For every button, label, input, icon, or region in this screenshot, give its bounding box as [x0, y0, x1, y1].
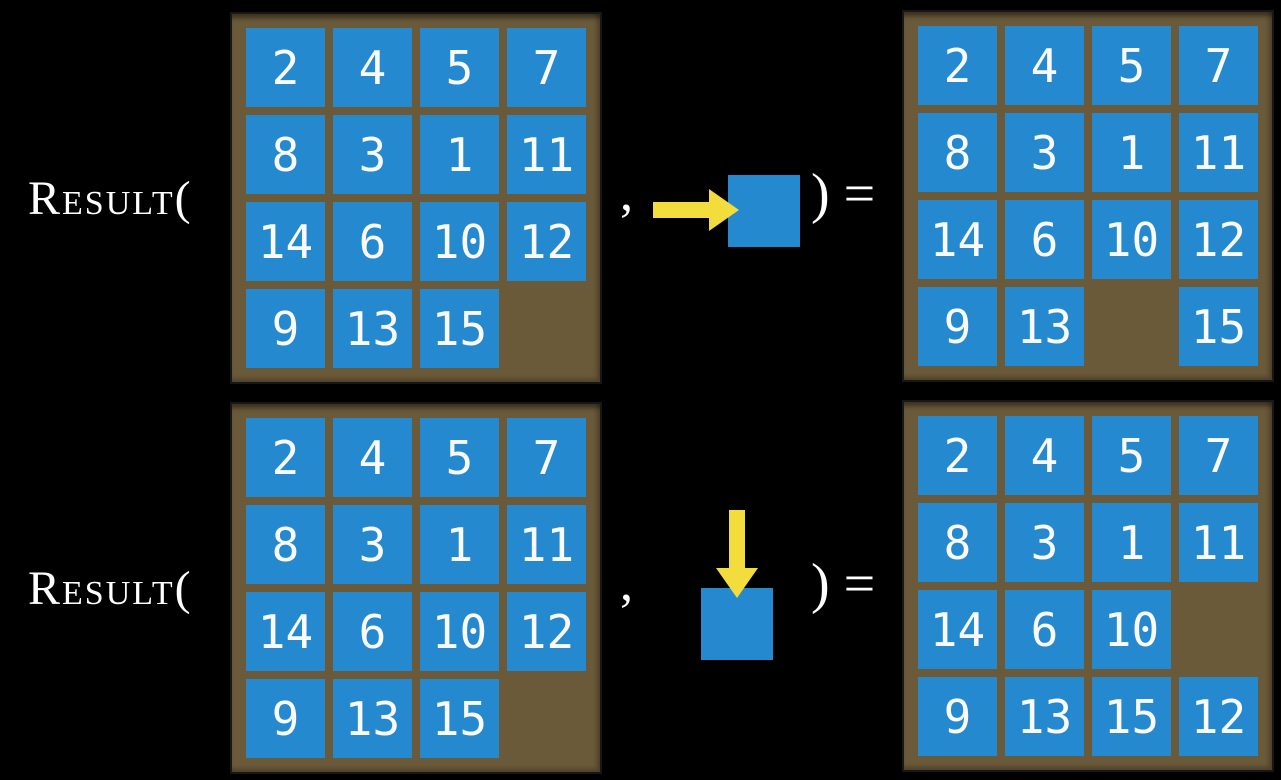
puzzle-tile-6: 6	[333, 592, 412, 671]
puzzle-tile-10: 10	[420, 592, 499, 671]
puzzle-tile-11: 11	[507, 115, 586, 194]
puzzle-tile-10: 10	[420, 202, 499, 281]
puzzle-tile-2: 2	[918, 416, 997, 495]
puzzle-tile-4: 4	[333, 28, 412, 107]
puzzle-tile-10: 10	[1092, 590, 1171, 669]
puzzle-tile-7: 7	[1179, 416, 1258, 495]
puzzle-tile-15: 15	[1092, 677, 1171, 756]
right-arrow-icon	[653, 189, 739, 231]
puzzle-tile-14: 14	[918, 590, 997, 669]
puzzle-tile-7: 7	[1179, 26, 1258, 105]
puzzle-tile-1: 1	[420, 115, 499, 194]
puzzle-tile-5: 5	[420, 418, 499, 497]
puzzle-tile-1: 1	[1092, 113, 1171, 192]
puzzle-tile-9: 9	[246, 289, 325, 368]
puzzle-tile-4: 4	[333, 418, 412, 497]
puzzle-tile-6: 6	[333, 202, 412, 281]
puzzle-tile-12: 12	[1179, 677, 1258, 756]
puzzle-tile-11: 11	[1179, 503, 1258, 582]
puzzle-tile-1: 1	[1092, 503, 1171, 582]
puzzle-tile-1: 1	[420, 505, 499, 584]
puzzle-tile-7: 7	[507, 418, 586, 497]
close-paren-equals: ) =	[811, 163, 876, 225]
puzzle-tile-9: 9	[918, 677, 997, 756]
puzzle-tile-12: 12	[507, 202, 586, 281]
puzzle-tile-5: 5	[420, 28, 499, 107]
puzzle-tile-12: 12	[507, 592, 586, 671]
action-tile	[728, 175, 800, 247]
puzzle-tile-13: 13	[1005, 287, 1084, 366]
puzzle-tile-2: 2	[246, 28, 325, 107]
puzzle-tile-4: 4	[1005, 416, 1084, 495]
down-arrow-icon	[716, 510, 758, 598]
puzzle-tile-5: 5	[1092, 26, 1171, 105]
puzzle-tile-8: 8	[918, 113, 997, 192]
result-function-label: Result(	[28, 562, 193, 615]
puzzle-tile-11: 11	[507, 505, 586, 584]
puzzle-tile-2: 2	[918, 26, 997, 105]
empty-cell	[507, 679, 586, 758]
puzzle-tile-8: 8	[918, 503, 997, 582]
action-tile	[701, 588, 773, 660]
puzzle-tile-7: 7	[507, 28, 586, 107]
puzzle-tile-6: 6	[1005, 590, 1084, 669]
puzzle-tile-14: 14	[918, 200, 997, 279]
puzzle-tile-12: 12	[1179, 200, 1258, 279]
puzzle-tile-9: 9	[918, 287, 997, 366]
puzzle-tile-13: 13	[1005, 677, 1084, 756]
puzzle-tile-4: 4	[1005, 26, 1084, 105]
puzzle-tile-10: 10	[1092, 200, 1171, 279]
puzzle-tile-13: 13	[333, 679, 412, 758]
puzzle-tile-8: 8	[246, 505, 325, 584]
puzzle-tile-11: 11	[1179, 113, 1258, 192]
puzzle-tile-13: 13	[333, 289, 412, 368]
puzzle-tile-2: 2	[246, 418, 325, 497]
empty-cell	[1179, 590, 1258, 669]
puzzle-tile-15: 15	[420, 679, 499, 758]
comma-separator: ,	[620, 555, 633, 612]
empty-cell	[1092, 287, 1171, 366]
puzzle-tile-5: 5	[1092, 416, 1171, 495]
puzzle-tile-14: 14	[246, 202, 325, 281]
empty-cell	[507, 289, 586, 368]
puzzle-tile-15: 15	[1179, 287, 1258, 366]
comma-separator: ,	[620, 165, 633, 222]
puzzle-tile-3: 3	[333, 505, 412, 584]
puzzle-tile-3: 3	[1005, 503, 1084, 582]
puzzle-tile-8: 8	[246, 115, 325, 194]
puzzle-tile-3: 3	[333, 115, 412, 194]
close-paren-equals: ) =	[811, 553, 876, 615]
result-function-label: Result(	[28, 172, 193, 225]
puzzle-tile-9: 9	[246, 679, 325, 758]
puzzle-tile-14: 14	[246, 592, 325, 671]
puzzle-tile-3: 3	[1005, 113, 1084, 192]
puzzle-tile-6: 6	[1005, 200, 1084, 279]
puzzle-tile-15: 15	[420, 289, 499, 368]
